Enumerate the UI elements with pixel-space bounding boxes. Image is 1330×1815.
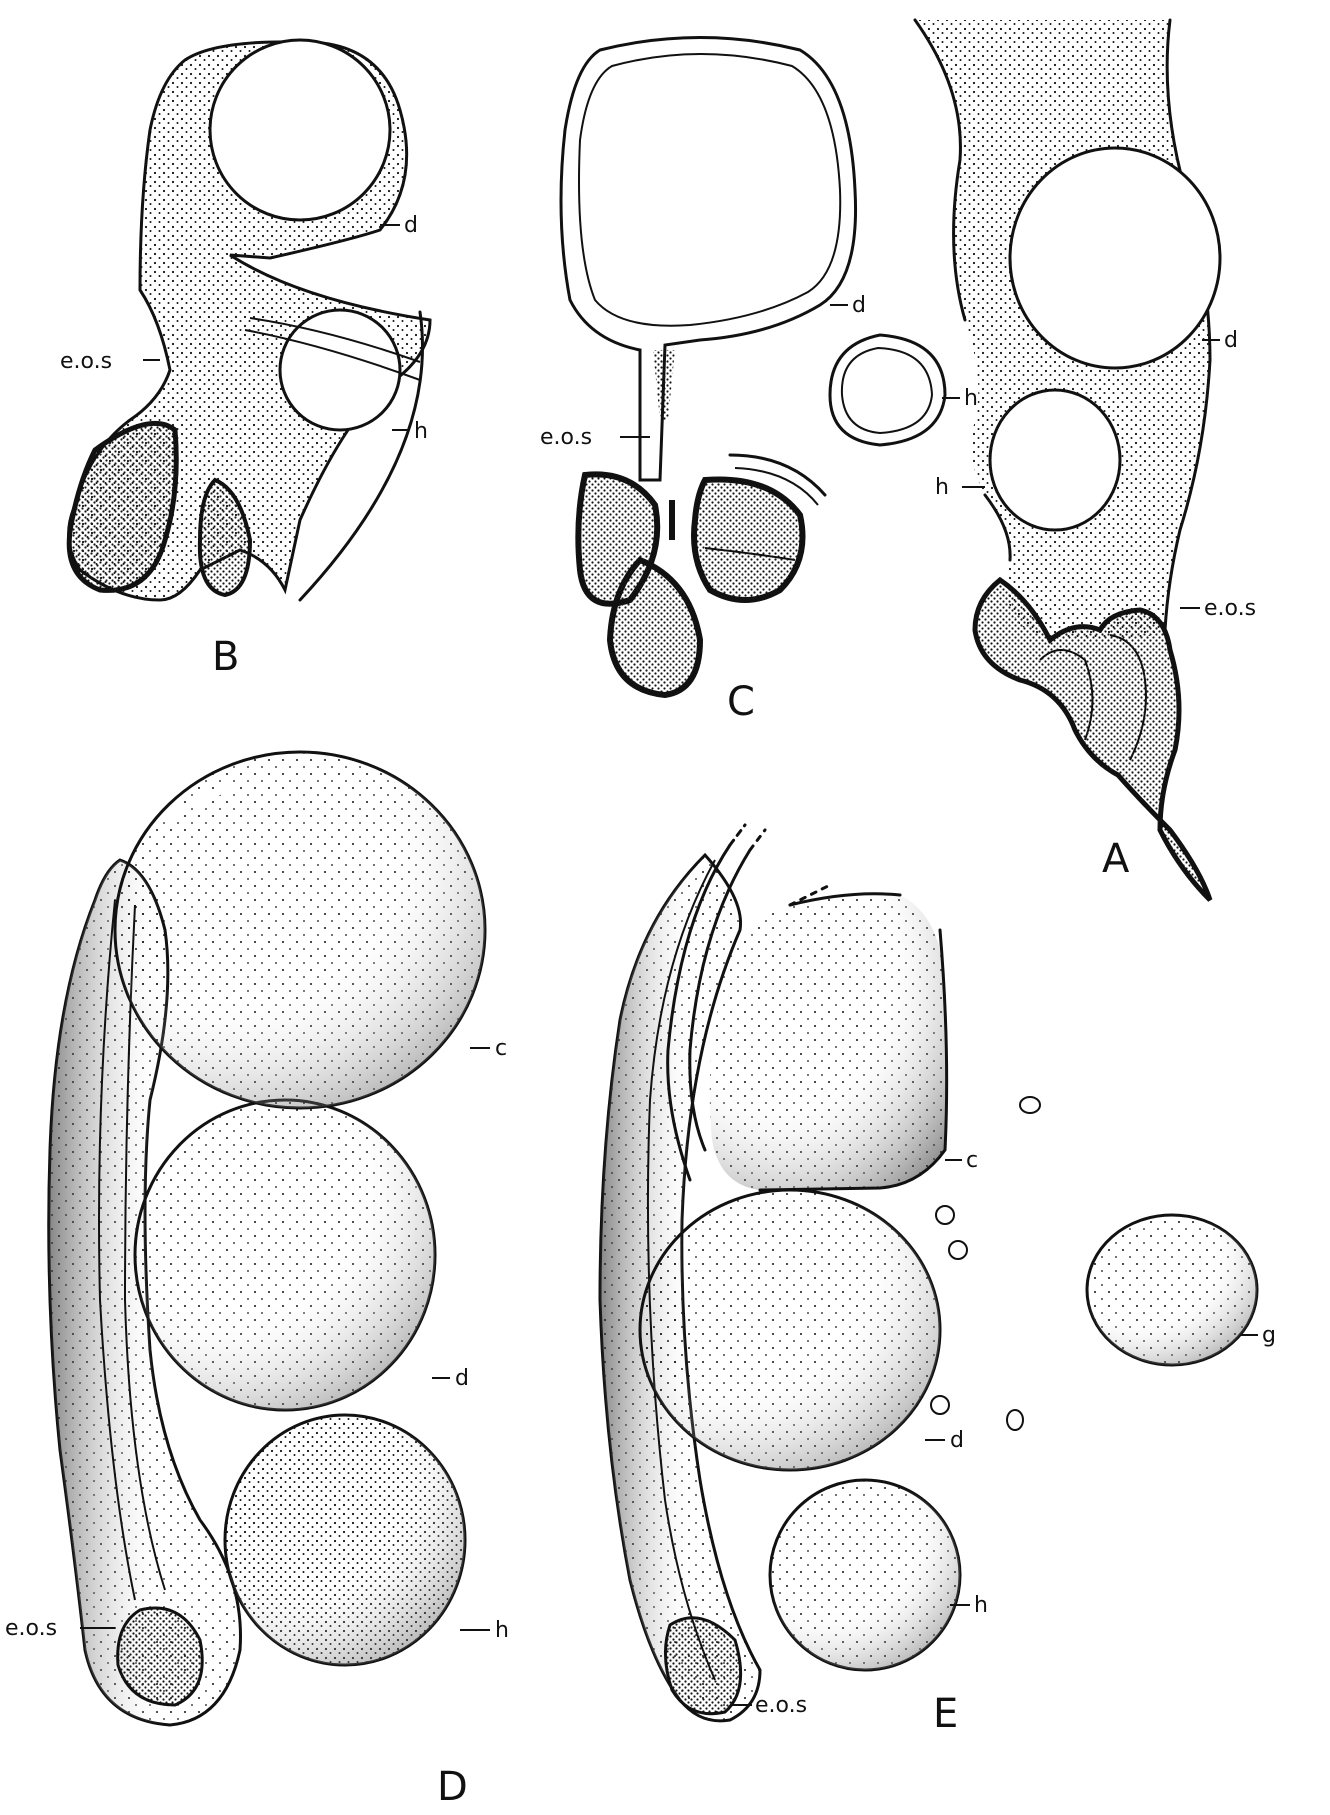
figure-c-pouch-right	[694, 479, 803, 600]
figure-d-label-eos: e.o.s	[5, 1616, 57, 1641]
figure-c-pouch-bottom	[610, 560, 700, 695]
figure-c: d h e.o.s C	[540, 38, 978, 726]
figure-c-label-eos: e.o.s	[540, 425, 592, 450]
figure-e-label-g: g	[1262, 1323, 1276, 1348]
figure-d-label-c: c	[495, 1036, 507, 1061]
figure-b-label-eos: e.o.s	[60, 349, 112, 374]
figure-b-letter: B	[212, 634, 239, 680]
figure-d-label-h: h	[495, 1618, 509, 1643]
figure-a-label-d: d	[1224, 328, 1238, 353]
figure-a-appendage	[975, 580, 1210, 900]
figure-e-vesicle	[931, 1396, 949, 1414]
figure-c-label-d: d	[852, 293, 866, 318]
figure-a-label-h: h	[935, 475, 949, 500]
figure-b: d e.o.s h B	[60, 40, 430, 680]
figure-e-label-d: d	[950, 1428, 964, 1453]
figure-a: d h e.o.s A	[915, 20, 1256, 900]
figure-b-cavity-d	[210, 40, 390, 220]
figure-e: c d h e.o.s g E	[600, 825, 1276, 1737]
figure-b-cavity-h	[280, 310, 400, 430]
figure-e-vesicle	[1020, 1097, 1040, 1113]
figure-e-label-c: c	[966, 1148, 978, 1173]
figure-a-cavity-h	[990, 390, 1120, 530]
figure-d-label-d: d	[455, 1366, 469, 1391]
figure-b-label-d: d	[404, 213, 418, 238]
figure-e-vesicle	[949, 1241, 967, 1259]
figure-e-label-eos: e.o.s	[755, 1693, 807, 1718]
figure-c-letter: C	[727, 679, 755, 725]
figure-d: c d h e.o.s D	[5, 752, 509, 1810]
figure-e-vesicle	[936, 1206, 954, 1224]
figure-c-label-h: h	[964, 386, 978, 411]
figure-e-label-h: h	[974, 1593, 988, 1618]
figure-e-vesicle	[1007, 1410, 1023, 1430]
figure-a-cavity-d	[1010, 148, 1220, 368]
figure-a-letter: A	[1102, 836, 1130, 882]
figure-c-cavity-d-outer	[561, 38, 856, 481]
figure-e-letter: E	[933, 1691, 958, 1737]
figure-a-label-eos: e.o.s	[1204, 596, 1256, 621]
figure-d-letter: D	[437, 1764, 468, 1810]
figure-b-label-h: h	[414, 419, 428, 444]
